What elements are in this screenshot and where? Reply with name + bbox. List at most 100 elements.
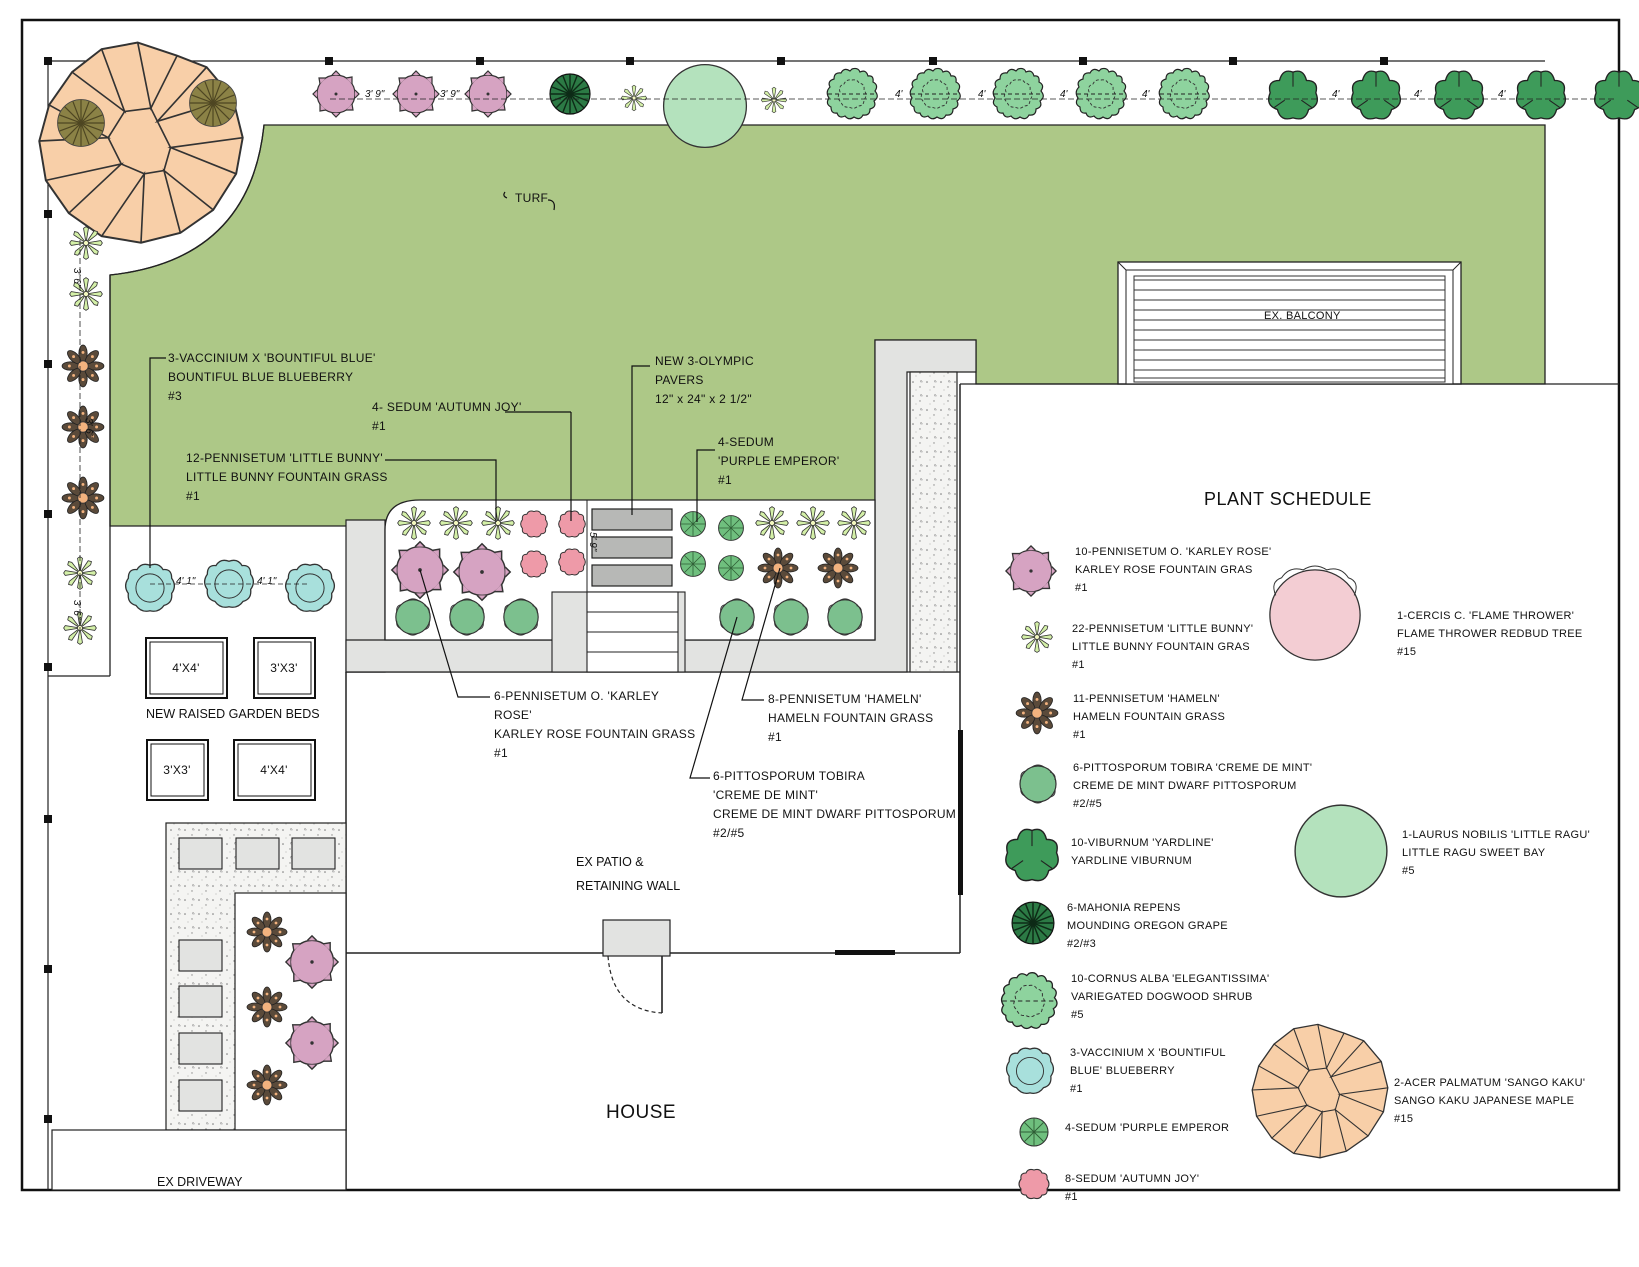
svg-text:4': 4' bbox=[1142, 89, 1151, 100]
svg-text:4- SEDUM 'AUTUMN JOY': 4- SEDUM 'AUTUMN JOY' bbox=[372, 400, 522, 414]
svg-text:8-SEDUM 'AUTUMN JOY': 8-SEDUM 'AUTUMN JOY' bbox=[1065, 1173, 1199, 1185]
blueberry-icon bbox=[1005, 1047, 1055, 1094]
svg-text:FLAME THROWER REDBUD TREE: FLAME THROWER REDBUD TREE bbox=[1397, 628, 1583, 640]
blueberry bbox=[284, 563, 336, 612]
little-bunny bbox=[796, 506, 830, 540]
svg-text:'PURPLE EMPEROR': 'PURPLE EMPEROR' bbox=[718, 454, 839, 468]
svg-text:3-VACCINIUM X 'BOUNTIFUL BLUE': 3-VACCINIUM X 'BOUNTIFUL BLUE' bbox=[168, 351, 376, 365]
dogwood bbox=[1158, 67, 1210, 120]
hameln bbox=[246, 911, 288, 953]
sedum-purple-icon bbox=[1019, 1117, 1049, 1147]
svg-text:#1: #1 bbox=[494, 746, 508, 760]
little-bunny bbox=[439, 506, 473, 540]
raised-bed-2: 3'X3' bbox=[253, 637, 316, 699]
sedum-autumn-joy bbox=[558, 510, 586, 538]
svg-text:MOUNDING OREGON GRAPE: MOUNDING OREGON GRAPE bbox=[1067, 920, 1228, 932]
svg-text:4': 4' bbox=[1414, 89, 1423, 100]
schedule-sedum-autumn: 8-SEDUM 'AUTUMN JOY' #1 bbox=[1018, 1168, 1199, 1203]
svg-text:3' 9": 3' 9" bbox=[440, 89, 460, 100]
svg-text:3' 6": 3' 6" bbox=[83, 418, 94, 438]
hameln bbox=[61, 405, 105, 449]
pittosporum bbox=[395, 598, 431, 636]
raised-bed-4: 4'X4' bbox=[233, 739, 316, 801]
turf-label: TURF bbox=[515, 191, 548, 205]
svg-text:'CREME DE MINT': 'CREME DE MINT' bbox=[713, 788, 818, 802]
svg-text:HAMELN FOUNTAIN GRASS: HAMELN FOUNTAIN GRASS bbox=[768, 711, 933, 725]
patio-label-1: EX PATIO & bbox=[576, 855, 644, 869]
svg-text:BOUNTIFUL BLUE BLUEBERRY: BOUNTIFUL BLUE BLUEBERRY bbox=[168, 370, 353, 384]
schedule-pittosporum: 6-PITTOSPORUM TOBIRA 'CREME DE MINT' CRE… bbox=[1019, 762, 1312, 810]
svg-text:6-MAHONIA REPENS: 6-MAHONIA REPENS bbox=[1067, 902, 1181, 914]
callout-little-bunny: 12-PENNISETUM 'LITTLE BUNNY' LITTLE BUNN… bbox=[186, 451, 497, 522]
hameln bbox=[757, 547, 799, 589]
pittosporum bbox=[449, 598, 485, 636]
svg-text:3'X3': 3'X3' bbox=[270, 661, 297, 675]
svg-text:6-PITTOSPORUM TOBIRA: 6-PITTOSPORUM TOBIRA bbox=[713, 769, 865, 783]
svg-text:KARLEY ROSE FOUNTAIN GRAS: KARLEY ROSE FOUNTAIN GRAS bbox=[1075, 564, 1253, 576]
fence-posts bbox=[44, 57, 1388, 1123]
sedum-purple-emperor bbox=[718, 515, 744, 541]
sweet-bay-tree bbox=[662, 63, 748, 149]
schedule-hameln: 11-PENNISETUM 'HAMELN' HAMELN FOUNTAIN G… bbox=[1015, 691, 1225, 741]
svg-text:5' 9": 5' 9" bbox=[587, 532, 598, 552]
door bbox=[602, 919, 671, 957]
svg-text:12" x 24" x 2 1/2": 12" x 24" x 2 1/2" bbox=[655, 392, 752, 406]
svg-text:6-PENNISETUM O. 'KARLEY: 6-PENNISETUM O. 'KARLEY bbox=[494, 689, 659, 703]
dogwood-icon bbox=[1000, 972, 1058, 1030]
svg-text:10-VIBURNUM 'YARDLINE': 10-VIBURNUM 'YARDLINE' bbox=[1071, 837, 1214, 849]
maple-center-b bbox=[189, 79, 237, 127]
sedum-autumn-joy bbox=[558, 548, 586, 576]
svg-text:10-CORNUS ALBA 'ELEGANTISSIMA': 10-CORNUS ALBA 'ELEGANTISSIMA' bbox=[1071, 973, 1269, 985]
dogwood bbox=[992, 67, 1044, 120]
svg-text:4': 4' bbox=[1060, 89, 1069, 100]
dogwood bbox=[1075, 67, 1127, 120]
karley-rose bbox=[285, 1016, 339, 1070]
little-bunny bbox=[397, 506, 431, 540]
driveway-label: EX DRIVEWAY bbox=[157, 1175, 243, 1189]
sedum-autumn-joy bbox=[520, 550, 548, 578]
svg-text:#1: #1 bbox=[1070, 1083, 1083, 1095]
callout-pavers: NEW 3-OLYMPIC PAVERS 12" x 24" x 2 1/2" bbox=[631, 354, 754, 515]
svg-text:1-CERCIS C. 'FLAME THROWER': 1-CERCIS C. 'FLAME THROWER' bbox=[1397, 610, 1574, 622]
svg-text:1-LAURUS NOBILIS 'LITTLE RAGU': 1-LAURUS NOBILIS 'LITTLE RAGU' bbox=[1402, 829, 1590, 841]
svg-text:#1: #1 bbox=[1072, 659, 1085, 671]
svg-text:HAMELN FOUNTAIN GRASS: HAMELN FOUNTAIN GRASS bbox=[1073, 711, 1225, 723]
svg-text:4' 1": 4' 1" bbox=[257, 576, 277, 587]
schedule-karley: 10-PENNISETUM O. 'KARLEY ROSE' KARLEY RO… bbox=[1005, 545, 1271, 597]
svg-text:#3: #3 bbox=[168, 389, 182, 403]
karley-rose bbox=[285, 935, 339, 989]
svg-text:SANGO KAKU JAPANESE MAPLE: SANGO KAKU JAPANESE MAPLE bbox=[1394, 1095, 1574, 1107]
svg-text:12-PENNISETUM 'LITTLE BUNNY': 12-PENNISETUM 'LITTLE BUNNY' bbox=[186, 451, 383, 465]
svg-text:11-PENNISETUM 'HAMELN': 11-PENNISETUM 'HAMELN' bbox=[1073, 693, 1220, 705]
driveway bbox=[51, 1129, 347, 1191]
callout-hameln: 8-PENNISETUM 'HAMELN' HAMELN FOUNTAIN GR… bbox=[741, 567, 933, 744]
schedule-blueberry: 3-VACCINIUM X 'BOUNTIFUL BLUE' BLUEBERRY… bbox=[1005, 1047, 1225, 1095]
gravel-strip bbox=[909, 371, 958, 673]
schedule-sweet-bay: 1-LAURUS NOBILIS 'LITTLE RAGU' LITTLE RA… bbox=[1294, 804, 1590, 898]
svg-text:4-SEDUM 'PURPLE EMPEROR: 4-SEDUM 'PURPLE EMPEROR bbox=[1065, 1122, 1229, 1134]
svg-text:4': 4' bbox=[1332, 89, 1341, 100]
karley-rose bbox=[312, 70, 360, 118]
hameln bbox=[246, 986, 288, 1028]
pittosporum bbox=[827, 598, 863, 636]
svg-text:#1: #1 bbox=[372, 419, 386, 433]
hameln bbox=[61, 344, 105, 388]
hameln-icon bbox=[1015, 691, 1059, 735]
svg-text:3' 6": 3' 6" bbox=[71, 600, 82, 620]
svg-text:BLUE' BLUEBERRY: BLUE' BLUEBERRY bbox=[1070, 1065, 1175, 1077]
svg-text:VARIEGATED DOGWOOD SHRUB: VARIEGATED DOGWOOD SHRUB bbox=[1071, 991, 1253, 1003]
schedule-redbud: 1-CERCIS C. 'FLAME THROWER' FLAME THROWE… bbox=[1269, 565, 1583, 661]
schedule-bunny: 22-PENNISETUM 'LITTLE BUNNY' LITTLE BUNN… bbox=[1021, 621, 1253, 671]
raised-bed-1: 4'X4' bbox=[145, 637, 228, 699]
svg-text:#1: #1 bbox=[718, 473, 732, 487]
hameln bbox=[817, 547, 859, 589]
svg-text:LITTLE RAGU SWEET BAY: LITTLE RAGU SWEET BAY bbox=[1402, 847, 1546, 859]
hameln bbox=[246, 1064, 288, 1106]
raised-beds-label: NEW RAISED GARDEN BEDS bbox=[146, 707, 320, 721]
svg-text:CREME DE MINT DWARF PITTOSPORU: CREME DE MINT DWARF PITTOSPORUM bbox=[1073, 780, 1297, 792]
svg-text:#1: #1 bbox=[1073, 729, 1086, 741]
svg-text:3' 6": 3' 6" bbox=[71, 268, 82, 288]
mahonia bbox=[549, 73, 591, 115]
svg-text:4'X4': 4'X4' bbox=[172, 661, 199, 675]
